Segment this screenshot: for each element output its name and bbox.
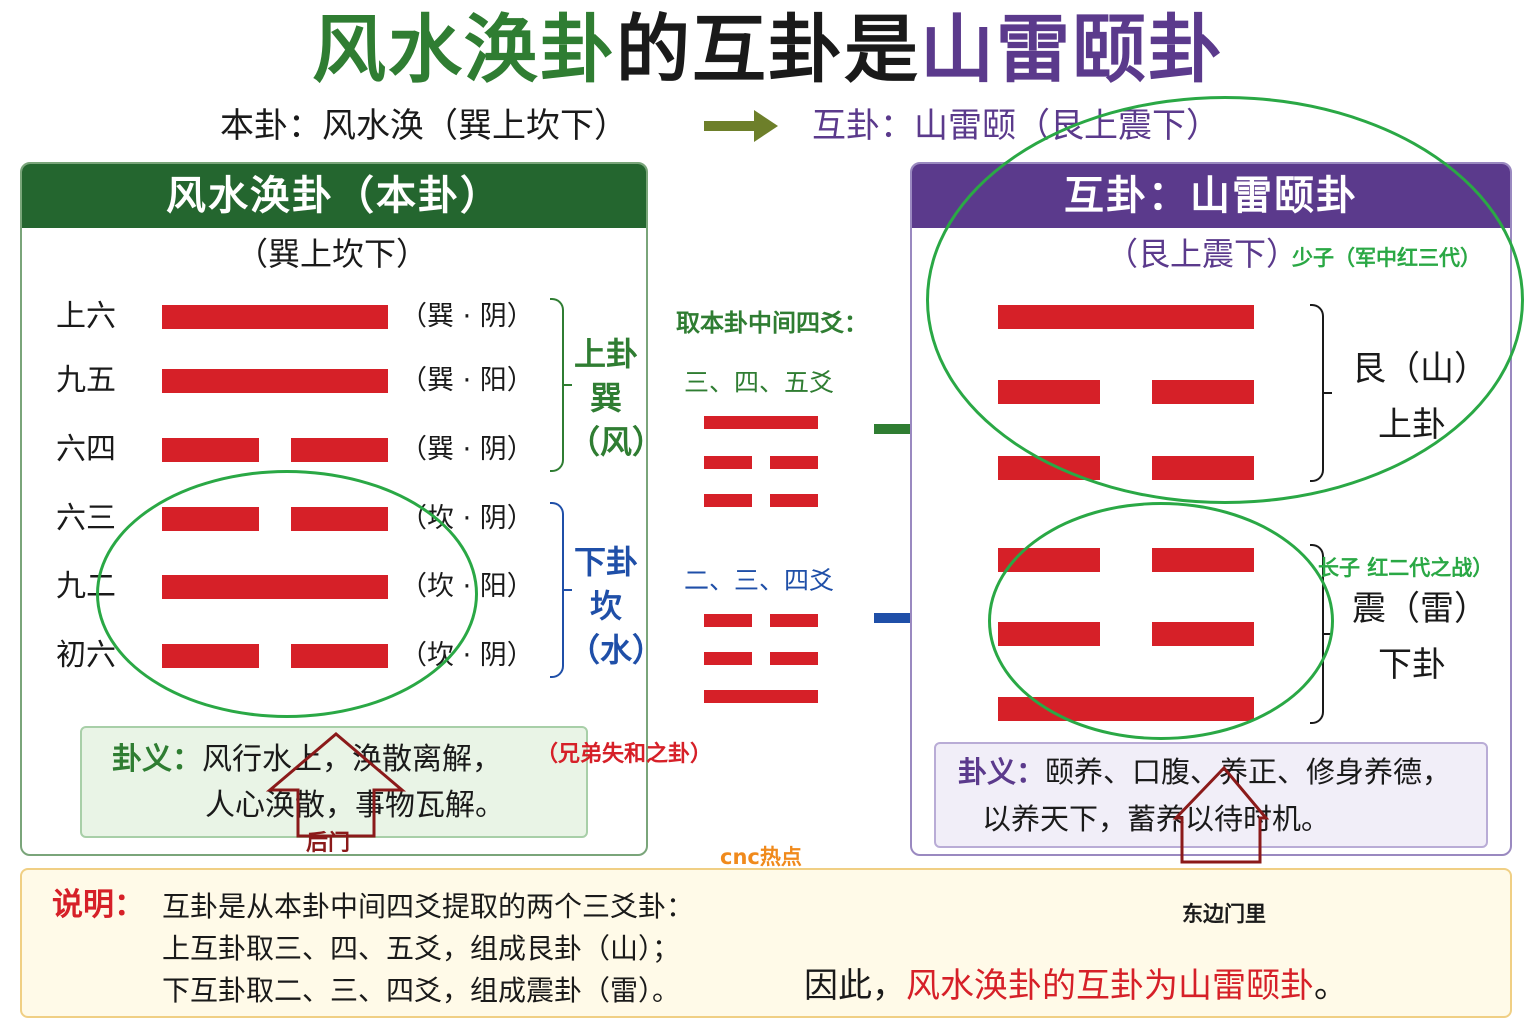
mutual-meaning-line-2: 以养天下，蓄养以待时机。 bbox=[982, 802, 1331, 836]
upper-trigram-name: 巽 bbox=[589, 379, 622, 417]
mutual-meaning-label: 卦义： bbox=[958, 755, 1046, 789]
lower-trigram-circle bbox=[988, 502, 1334, 740]
title-part-2: 的互卦是 bbox=[616, 7, 920, 93]
watermark: cnc热点 bbox=[720, 845, 802, 869]
mutual-lower-name: 震（雷） bbox=[1352, 589, 1488, 629]
explanation-box bbox=[20, 868, 1512, 1018]
back-door-note: 后门 bbox=[306, 831, 351, 856]
page-title: 风水涣卦的互卦是山雷颐卦 bbox=[0, 4, 1536, 96]
mutual-meaning-box bbox=[934, 742, 1488, 848]
original-line-3-right-segment bbox=[291, 438, 388, 462]
line-attr-1: （巽 · 阴） bbox=[400, 301, 534, 332]
line-name-6: 初六 bbox=[56, 638, 116, 673]
group-1-line-3-left-segment bbox=[704, 494, 752, 507]
back-door-arrow-icon bbox=[265, 732, 407, 838]
original-line-1-solid bbox=[162, 305, 388, 329]
original-meaning-label: 卦义： bbox=[112, 742, 202, 777]
title-part-1: 风水涣卦 bbox=[312, 7, 616, 93]
group-2-line-1-left-segment bbox=[704, 614, 752, 627]
eldest-son-note: 长子 红二代之战） bbox=[1318, 556, 1494, 580]
take-middle-lines-label: 取本卦中间四爻： bbox=[676, 309, 868, 337]
lower-trigram-name: 坎 bbox=[589, 587, 622, 625]
upper-trigram-title: 上卦 bbox=[573, 335, 638, 373]
conclusion-suffix: 。 bbox=[1314, 966, 1348, 1006]
line-name-4: 六三 bbox=[56, 501, 116, 536]
group-1-label: 三、四、五爻 bbox=[684, 368, 835, 397]
group-1-line-1-solid bbox=[704, 416, 818, 429]
group-1-line-2-left-segment bbox=[704, 456, 752, 469]
original-meaning-line-2: 人心涣散，事物瓦解。 bbox=[205, 788, 505, 823]
original-panel-header: 风水涣卦（本卦） bbox=[22, 164, 646, 228]
east-door-note: 东边门里 bbox=[1182, 902, 1266, 926]
group-1-line-2-right-segment bbox=[770, 456, 818, 469]
line-name-2: 九五 bbox=[56, 363, 116, 398]
conclusion: 因此，风水涣卦的互卦为山雷颐卦。 bbox=[804, 962, 1348, 1010]
subtitle-arrow-icon bbox=[704, 110, 778, 142]
line-name-1: 上六 bbox=[56, 299, 116, 334]
subtitle-original: 本卦：风水涣（巽上坎下） bbox=[220, 106, 628, 146]
upper-trigram-circle bbox=[926, 96, 1524, 504]
explanation-label: 说明： bbox=[52, 887, 145, 923]
line-name-3: 六四 bbox=[56, 432, 116, 467]
explanation-line-3: 下互卦取二、三、四爻，组成震卦（雷）。 bbox=[162, 974, 681, 1007]
mutual-lower-position: 下卦 bbox=[1378, 645, 1446, 685]
lower-lines-circle bbox=[96, 470, 478, 718]
conclusion-highlight: 风水涣卦的互卦为山雷颐卦 bbox=[906, 966, 1314, 1006]
original-line-2-solid bbox=[162, 369, 388, 393]
lower-trigram-title: 下卦 bbox=[573, 543, 638, 581]
group-2-line-2-right-segment bbox=[770, 652, 818, 665]
group-2-line-3-solid bbox=[704, 690, 818, 703]
group-2-line-1-right-segment bbox=[770, 614, 818, 627]
brothers-note: （兄弟失和之卦） bbox=[536, 742, 713, 767]
title-part-3: 山雷颐卦 bbox=[920, 7, 1224, 93]
explanation-line-1: 互卦是从本卦中间四爻提取的两个三爻卦： bbox=[162, 890, 695, 923]
original-line-3-left-segment bbox=[162, 438, 259, 462]
explanation-line-2: 上互卦取三、四、五爻，组成艮卦（山）； bbox=[162, 932, 681, 965]
east-door-arrow-icon bbox=[1172, 765, 1270, 864]
line-attr-3: （巽 · 阴） bbox=[400, 434, 534, 465]
mutual-meaning-line-1: 卦义：颐养、口腹、养正、修身养德， bbox=[958, 749, 1451, 795]
mutual-meaning-text-1: 颐养、口腹、养正、修身养德， bbox=[1045, 755, 1452, 789]
group-2-line-2-left-segment bbox=[704, 652, 752, 665]
original-trigram-subtitle: （巽上坎下） bbox=[235, 235, 428, 273]
group-1-line-3-right-segment bbox=[770, 494, 818, 507]
group-2-label: 二、三、四爻 bbox=[684, 566, 835, 595]
line-attr-2: （巽 · 阳） bbox=[400, 365, 534, 396]
conclusion-prefix: 因此， bbox=[804, 966, 906, 1006]
youngest-son-note: 少子（军中红三代） bbox=[1292, 246, 1481, 270]
